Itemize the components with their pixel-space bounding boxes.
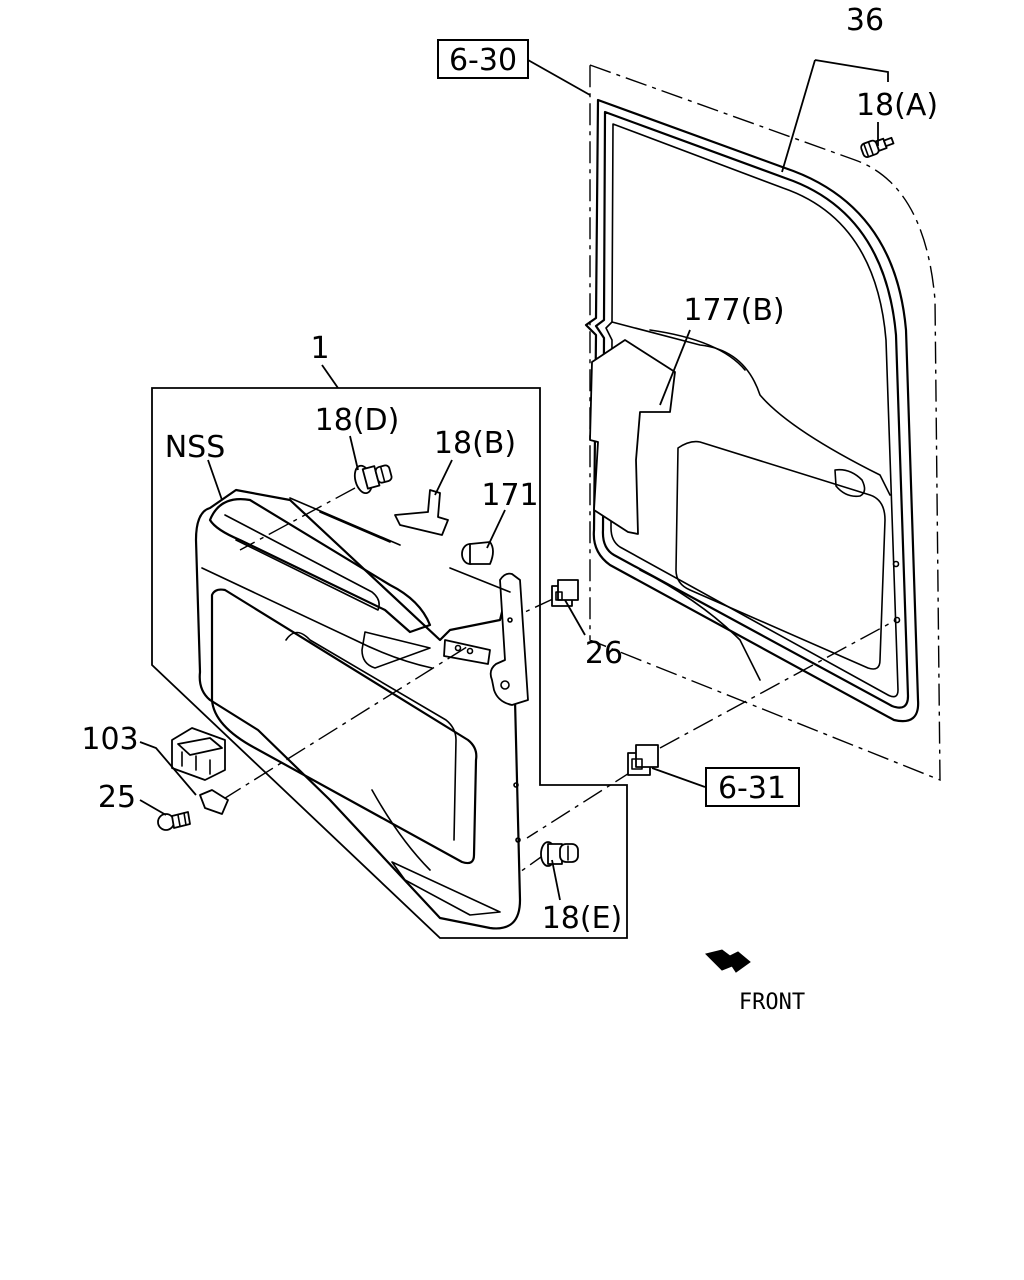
door-panel-outline bbox=[589, 64, 941, 782]
align-103-to-trim bbox=[221, 644, 471, 801]
align-26-to-trim bbox=[524, 597, 556, 613]
leader-103 bbox=[139, 741, 197, 796]
ref-box-6-30: 6-30 bbox=[437, 39, 529, 79]
leader-nss bbox=[207, 459, 223, 501]
leader-26 bbox=[564, 599, 586, 636]
door-beltline bbox=[649, 329, 746, 371]
svg-text:6-31: 6-31 bbox=[718, 771, 786, 806]
clip-26 bbox=[551, 579, 579, 607]
bracket-18b bbox=[394, 489, 449, 536]
label-18e: 18(E) bbox=[542, 901, 623, 936]
label-1: 1 bbox=[310, 331, 329, 366]
label-nss: NSS bbox=[165, 430, 226, 465]
trim-panel-outline bbox=[194, 488, 522, 930]
bracket-103-25 bbox=[199, 789, 229, 815]
clip-18e bbox=[540, 841, 579, 867]
label-18d: 18(D) bbox=[315, 403, 400, 438]
align-18b-bracket bbox=[289, 497, 401, 546]
label-18b: 18(B) bbox=[434, 426, 516, 461]
leader-1 bbox=[321, 364, 339, 389]
leader-18d bbox=[349, 435, 359, 471]
label-18a: 18(A) bbox=[856, 88, 938, 123]
screw-25 bbox=[157, 811, 191, 831]
trim-bottom-strip bbox=[391, 861, 501, 916]
leader-25 bbox=[139, 799, 167, 816]
align-6-31-to-trim bbox=[526, 769, 635, 839]
door-lower-edge bbox=[639, 569, 761, 681]
ref-box-6-31: 6-31 bbox=[705, 767, 800, 807]
label-26: 26 bbox=[585, 636, 623, 671]
label-36: 36 bbox=[846, 3, 884, 38]
leader-177b bbox=[659, 329, 691, 406]
door-seal-middle bbox=[594, 110, 910, 709]
trim-map-pocket-inner bbox=[285, 631, 457, 841]
label-171: 171 bbox=[481, 478, 538, 513]
front-label: FRONT bbox=[739, 990, 805, 1015]
door-seal-inner bbox=[605, 123, 899, 698]
align-171 bbox=[449, 567, 511, 593]
trim-armrest-upper bbox=[208, 498, 432, 634]
door-trim-panel bbox=[194, 488, 529, 930]
clip-18a bbox=[860, 136, 895, 158]
trim-map-pocket bbox=[210, 588, 478, 865]
trim-pull-handle bbox=[361, 631, 431, 669]
label-177b: 177(B) bbox=[683, 293, 784, 328]
trim-armrest-lower bbox=[201, 567, 433, 669]
leader-171 bbox=[486, 509, 506, 549]
door-handle-recess bbox=[834, 468, 866, 498]
leader-6-30 bbox=[527, 59, 591, 96]
trim-bottom-line bbox=[371, 789, 431, 871]
clip-18d bbox=[353, 464, 393, 495]
door-inner-cutout bbox=[675, 440, 886, 670]
leader-36 bbox=[781, 59, 889, 173]
align-18d bbox=[239, 487, 356, 551]
sealing-sheet-177b bbox=[589, 339, 676, 535]
svg-text:6-30: 6-30 bbox=[449, 43, 517, 78]
door-inner-panel bbox=[584, 64, 941, 782]
front-arrow-icon bbox=[705, 949, 751, 973]
leader-18b bbox=[434, 459, 453, 496]
leader-18e bbox=[551, 859, 561, 901]
trim-armrest-inner bbox=[224, 514, 380, 611]
label-25: 25 bbox=[98, 780, 136, 815]
clip-6-31 bbox=[627, 744, 659, 776]
part-1-group-boundary bbox=[151, 387, 628, 939]
label-103: 103 bbox=[81, 722, 138, 757]
align-6-31-to-door bbox=[659, 619, 897, 749]
leader-6-31 bbox=[651, 767, 706, 788]
trim-upright-bracket bbox=[489, 572, 529, 706]
cover-103 bbox=[171, 727, 226, 781]
door-window-frame-line bbox=[611, 321, 891, 496]
door-seal-outer bbox=[584, 98, 920, 723]
